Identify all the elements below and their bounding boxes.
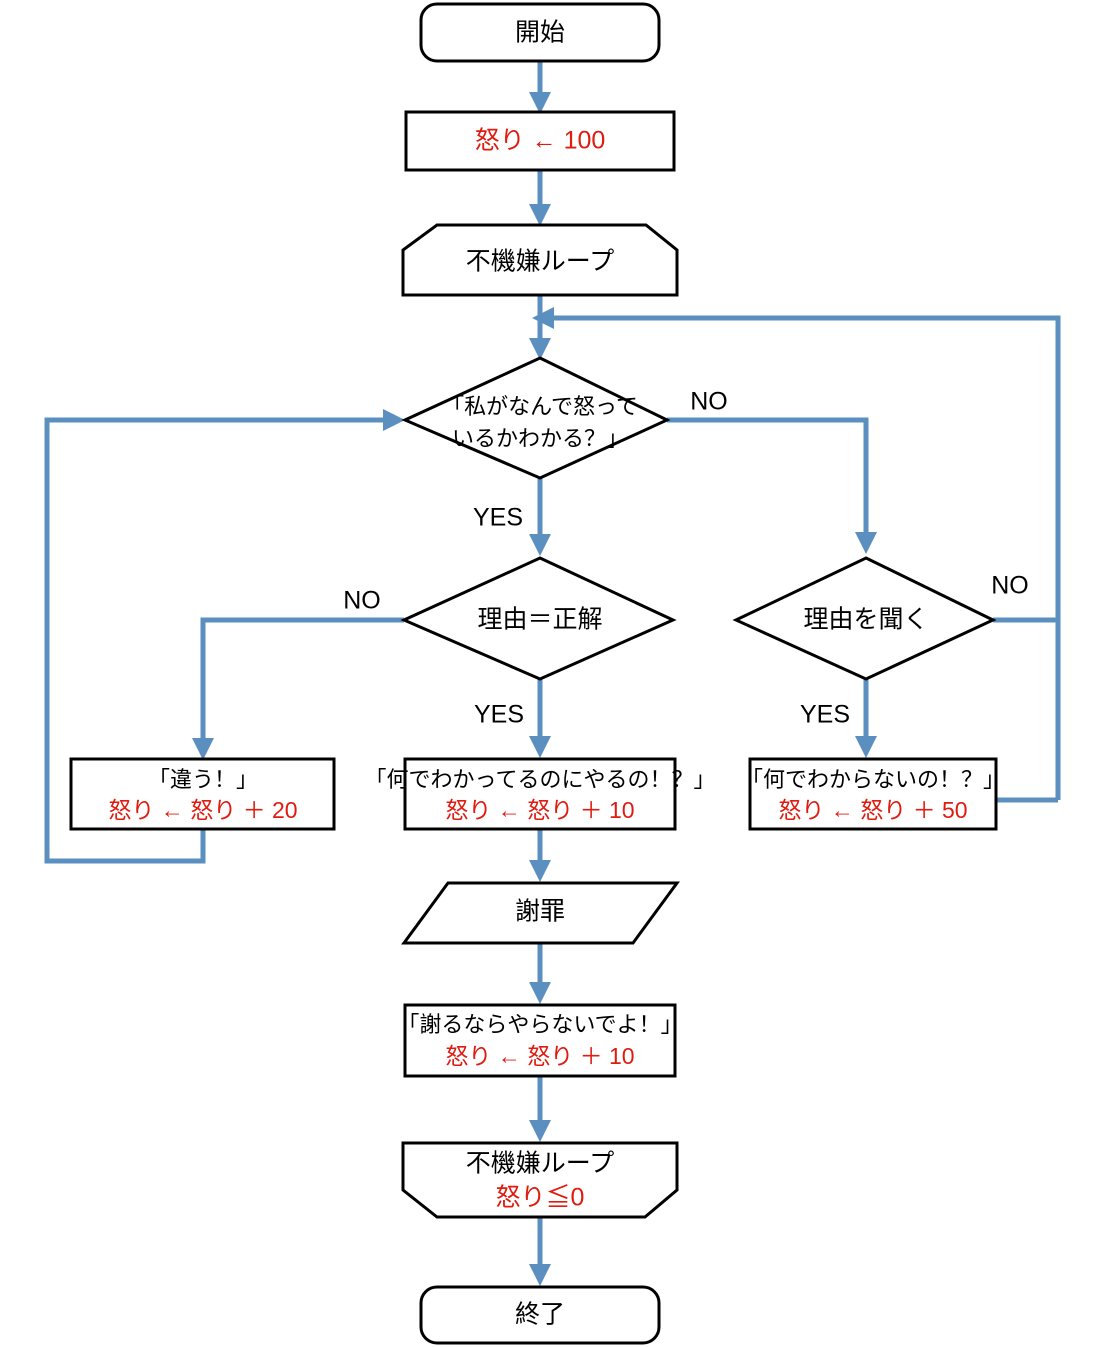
connector-apology-to-dont-do-it xyxy=(529,944,551,1004)
node-box-why-not-know-assign: 怒り ← 怒り ＋ 50 xyxy=(778,797,967,823)
node-box-why-do-it[interactable]: 「何でわかってるのにやるの！？」 怒り ← 怒り ＋ 10 xyxy=(365,757,716,831)
branch-label-ask-yes: YES xyxy=(800,701,850,729)
node-box-dont-do-it-label: 「謝るならやらないでよ！」 xyxy=(397,1012,682,1037)
node-loop-end-label: 不機嫌ループ xyxy=(466,1150,615,1178)
branch-label-know-yes: YES xyxy=(473,504,523,532)
node-decision-know-label-line1: 「私がなんで怒って xyxy=(442,394,638,419)
connector-know-yes-to-reason-correct xyxy=(529,476,551,556)
node-loop-end-condition: 怒り≦0 xyxy=(496,1184,585,1212)
node-end-label: 終了 xyxy=(515,1301,565,1329)
node-decision-know[interactable]: 「私がなんで怒って いるかわかる？」 xyxy=(401,356,671,480)
branch-label-ask-no: NO xyxy=(991,572,1029,600)
connector-reason-no-to-wrong xyxy=(192,617,404,760)
node-box-why-not-know[interactable]: 「何でわからないの！？」 怒り ← 怒り ＋ 50 xyxy=(741,757,1005,831)
node-decision-know-label-line2: いるかわかる？」 xyxy=(452,426,628,451)
node-box-wrong[interactable]: 「違う！」 怒り ← 怒り ＋ 20 xyxy=(69,757,336,831)
node-box-wrong-assign: 怒り ← 怒り ＋ 20 xyxy=(108,797,297,823)
node-start-label: 開始 xyxy=(515,19,565,47)
node-box-why-do-it-label: 「何でわかってるのにやるの！？」 xyxy=(365,767,716,792)
node-box-wrong-label: 「違う！」 xyxy=(148,767,258,792)
connector-loopstart-to-decision-know xyxy=(529,296,551,360)
connector-right-return-to-loop xyxy=(532,307,1061,800)
node-loop-start-label: 不機嫌ループ xyxy=(466,248,615,276)
node-apology-label: 謝罪 xyxy=(515,898,565,926)
node-box-why-not-know-label: 「何でわからないの！？」 xyxy=(741,767,1005,792)
node-init-anger-label: 怒り ← 100 xyxy=(475,127,606,155)
connector-know-no-to-ask-reason xyxy=(667,417,877,554)
node-loop-start[interactable]: 不機嫌ループ xyxy=(401,223,679,297)
node-init-anger[interactable]: 怒り ← 100 xyxy=(404,110,676,172)
connector-start-to-init xyxy=(529,60,551,114)
node-apology[interactable]: 謝罪 xyxy=(401,881,680,945)
connector-init-to-loopstart xyxy=(529,170,551,226)
node-box-dont-do-it-assign: 怒り ← 怒り ＋ 10 xyxy=(445,1043,634,1069)
node-box-dont-do-it[interactable]: 「謝るならやらないでよ！」 怒り ← 怒り ＋ 10 xyxy=(397,1003,683,1078)
connector-dont-do-it-to-loopend xyxy=(529,1076,551,1142)
connector-reason-yes-to-why-do-it xyxy=(529,677,551,758)
connector-ask-yes-to-why-not-know xyxy=(855,677,877,758)
node-start[interactable]: 開始 xyxy=(419,2,661,63)
connector-wrong-back-to-decision-know xyxy=(44,409,405,864)
connector-why-do-it-to-apology xyxy=(529,829,551,882)
node-loop-end[interactable]: 不機嫌ループ 怒り≦0 xyxy=(401,1141,679,1219)
branch-label-reason-yes: YES xyxy=(474,701,524,729)
branch-label-reason-no: NO xyxy=(343,587,381,615)
node-end[interactable]: 終了 xyxy=(419,1285,661,1345)
node-decision-reason-correct-label: 理由＝正解 xyxy=(477,606,602,634)
branch-label-know-no: NO xyxy=(690,388,728,416)
node-box-why-do-it-assign: 怒り ← 怒り ＋ 10 xyxy=(445,797,634,823)
node-decision-ask-reason[interactable]: 理由を聞く xyxy=(732,556,997,681)
connector-loopend-to-end xyxy=(529,1218,551,1286)
node-decision-reason-correct[interactable]: 理由＝正解 xyxy=(400,556,677,681)
node-decision-ask-reason-label: 理由を聞く xyxy=(803,606,928,634)
